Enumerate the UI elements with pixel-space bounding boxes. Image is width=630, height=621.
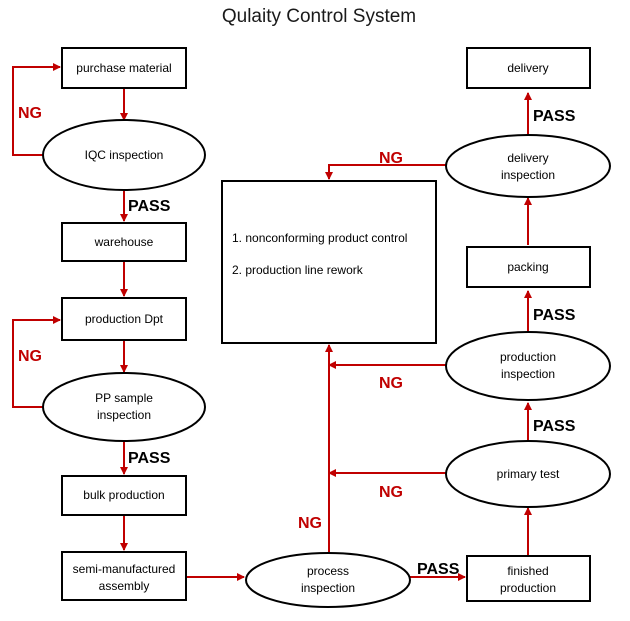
node-primary-test: primary test bbox=[445, 440, 611, 508]
svg-text:finished: finished bbox=[507, 564, 548, 578]
svg-text:PP sample: PP sample bbox=[95, 391, 153, 405]
node-warehouse: warehouse bbox=[61, 222, 187, 262]
svg-text:inspection: inspection bbox=[501, 168, 555, 182]
node-production-inspection: production inspection bbox=[445, 331, 611, 401]
node-purchase-material: purchase material bbox=[61, 47, 187, 89]
svg-text:inspection: inspection bbox=[97, 408, 151, 422]
svg-text:inspection: inspection bbox=[301, 581, 355, 595]
svg-text:production: production bbox=[500, 581, 556, 595]
diagram-title: Qulaity Control System bbox=[222, 6, 416, 27]
svg-text:assembly: assembly bbox=[99, 579, 150, 593]
label-pass-primary: PASS bbox=[533, 418, 576, 435]
svg-text:bulk production: bulk production bbox=[83, 488, 164, 502]
svg-text:primary test: primary test bbox=[497, 467, 560, 481]
label-pass-iqc: PASS bbox=[128, 198, 171, 215]
connectors bbox=[12, 63, 532, 581]
svg-text:process: process bbox=[307, 564, 349, 578]
arrow-pp-ng-loop bbox=[12, 316, 61, 408]
svg-text:delivery: delivery bbox=[507, 61, 548, 75]
label-ng-pp: NG bbox=[18, 348, 42, 365]
arrow-delivery-insp-ng bbox=[325, 164, 447, 180]
svg-text:2. production line rework: 2. production line rework bbox=[232, 263, 364, 277]
node-packing: packing bbox=[466, 246, 591, 288]
label-pass-process: PASS bbox=[417, 561, 460, 578]
node-pp-sample-inspection: PP sample inspection bbox=[42, 372, 206, 442]
label-ng-process: NG bbox=[298, 515, 322, 532]
svg-text:purchase material: purchase material bbox=[76, 61, 171, 75]
label-ng-delivery: NG bbox=[379, 150, 403, 167]
svg-text:production: production bbox=[500, 350, 556, 364]
arrow-iqc-ng-loop bbox=[12, 63, 61, 156]
node-production-dpt: production Dpt bbox=[61, 297, 187, 341]
node-finished-production: finished production bbox=[466, 555, 591, 602]
svg-text:production Dpt: production Dpt bbox=[85, 312, 164, 326]
label-ng-production: NG bbox=[379, 375, 403, 392]
node-iqc-inspection: IQC inspection bbox=[42, 119, 206, 191]
label-pass-production: PASS bbox=[533, 307, 576, 324]
node-delivery: delivery bbox=[466, 47, 591, 89]
svg-text:1. nonconforming product contr: 1. nonconforming product control bbox=[232, 231, 407, 245]
svg-text:packing: packing bbox=[507, 260, 548, 274]
label-pass-pp: PASS bbox=[128, 450, 171, 467]
svg-text:IQC inspection: IQC inspection bbox=[85, 148, 164, 162]
node-process-inspection: process inspection bbox=[245, 552, 411, 608]
svg-text:warehouse: warehouse bbox=[94, 235, 154, 249]
node-bulk-production: bulk production bbox=[61, 475, 187, 516]
node-semi-manufactured-assembly: semi-manufactured assembly bbox=[61, 551, 187, 601]
node-delivery-inspection: delivery inspection bbox=[445, 134, 611, 198]
edge-labels: NG PASS NG PASS NG PASS NG PASS NG PASS … bbox=[18, 105, 576, 578]
label-ng-primary: NG bbox=[379, 484, 403, 501]
svg-text:semi-manufactured: semi-manufactured bbox=[73, 562, 176, 576]
svg-text:delivery: delivery bbox=[507, 151, 548, 165]
svg-text:inspection: inspection bbox=[501, 367, 555, 381]
label-pass-delivery: PASS bbox=[533, 108, 576, 125]
label-ng-iqc: NG bbox=[18, 105, 42, 122]
node-nonconforming-control-box: 1. nonconforming product control 2. prod… bbox=[221, 180, 437, 344]
